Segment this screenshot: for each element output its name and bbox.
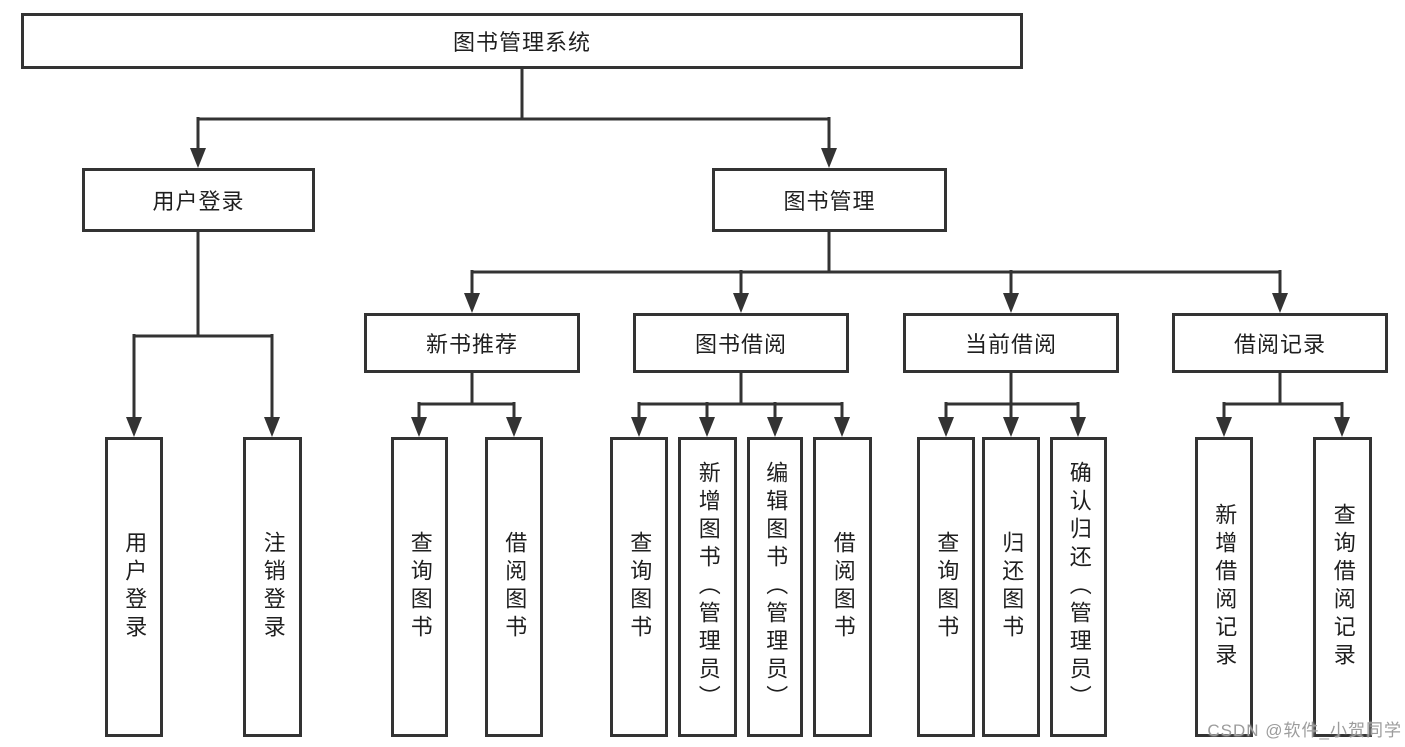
- leaf-nbr-borrow-book-label: 借阅图书: [502, 531, 528, 643]
- node-book-management-label: 图书管理: [783, 189, 876, 214]
- leaf-cb-query-book-label: 查询图书: [934, 531, 960, 643]
- leaf-cb-query-book: 查询图书: [917, 437, 975, 737]
- leaf-user-login-label: 用户登录: [122, 531, 148, 643]
- leaf-logout-login-label: 注销登录: [260, 531, 286, 643]
- csdn-watermark: CSDN @软件_小贺同学: [1207, 721, 1402, 740]
- leaf-bb-query-book-label: 查询图书: [627, 531, 653, 643]
- leaf-bb-edit-book-admin-label: 编辑图书（管理员）: [763, 461, 789, 713]
- leaf-user-login: 用户登录: [105, 437, 163, 737]
- node-book-management: 图书管理: [712, 168, 947, 232]
- node-root-label: 图书管理系统: [452, 30, 591, 55]
- leaf-bb-query-book: 查询图书: [610, 437, 668, 737]
- leaf-nbr-borrow-book: 借阅图书: [485, 437, 543, 737]
- leaf-logout-login: 注销登录: [243, 437, 302, 737]
- leaf-nbr-query-book: 查询图书: [391, 437, 448, 737]
- node-user-login: 用户登录: [82, 168, 315, 232]
- node-borrow-records: 借阅记录: [1172, 313, 1388, 373]
- leaf-br-query-record: 查询借阅记录: [1313, 437, 1372, 737]
- leaf-bb-add-book-admin: 新增图书（管理员）: [678, 437, 737, 737]
- connector-edges: [132, 69, 1344, 422]
- node-current-borrow-label: 当前借阅: [964, 332, 1057, 357]
- leaf-bb-add-book-admin-label: 新增图书（管理员）: [695, 461, 721, 713]
- leaf-br-add-record-label: 新增借阅记录: [1212, 503, 1238, 671]
- leaf-cb-return-book-label: 归还图书: [999, 531, 1025, 643]
- leaf-bb-edit-book-admin: 编辑图书（管理员）: [747, 437, 803, 737]
- leaf-bb-borrow-book: 借阅图书: [813, 437, 872, 737]
- node-book-borrow: 图书借阅: [633, 313, 849, 373]
- leaf-cb-return-book: 归还图书: [982, 437, 1040, 737]
- leaf-nbr-query-book-label: 查询图书: [407, 531, 433, 643]
- node-new-book-recommend-label: 新书推荐: [425, 332, 518, 357]
- node-borrow-records-label: 借阅记录: [1233, 332, 1326, 357]
- node-user-login-label: 用户登录: [152, 189, 245, 214]
- leaf-cb-confirm-return-admin-label: 确认归还（管理员）: [1066, 461, 1092, 713]
- node-root: 图书管理系统: [21, 13, 1023, 69]
- leaf-br-add-record: 新增借阅记录: [1195, 437, 1253, 737]
- leaf-cb-confirm-return-admin: 确认归还（管理员）: [1050, 437, 1107, 737]
- leaf-bb-borrow-book-label: 借阅图书: [830, 531, 856, 643]
- node-new-book-recommend: 新书推荐: [364, 313, 580, 373]
- node-book-borrow-label: 图书借阅: [694, 332, 787, 357]
- node-current-borrow: 当前借阅: [903, 313, 1119, 373]
- leaf-br-query-record-label: 查询借阅记录: [1330, 503, 1356, 671]
